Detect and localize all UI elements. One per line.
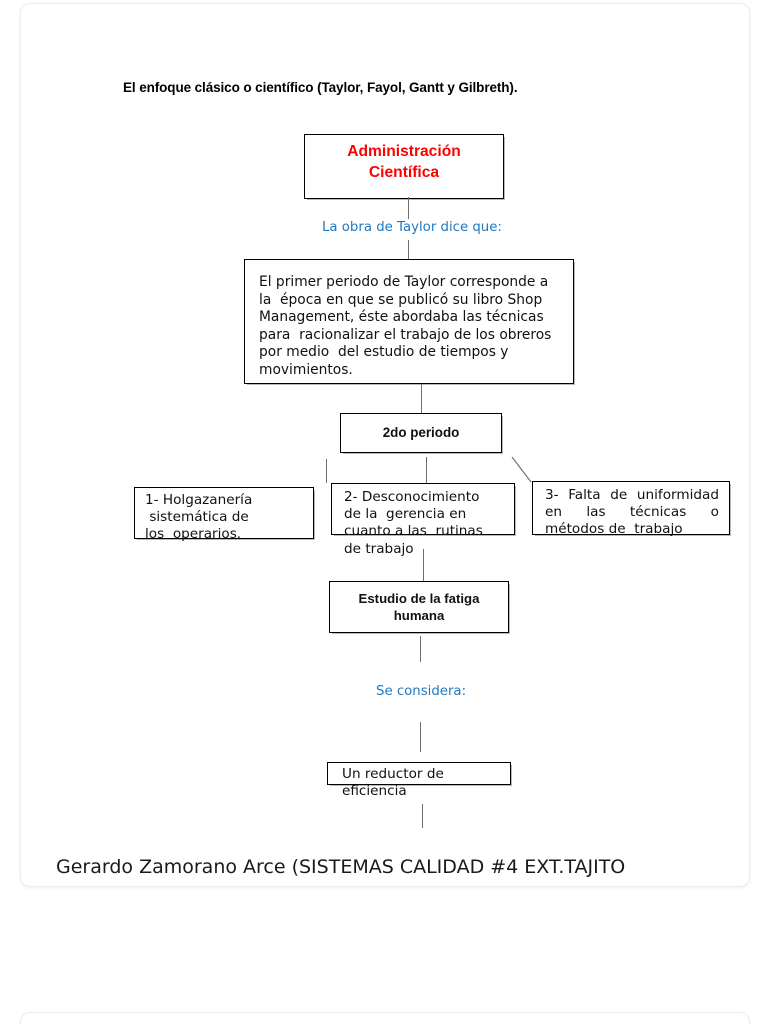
node-2do-periodo-label: 2do periodo	[382, 425, 460, 440]
connector-periodo-to-reason-2	[426, 457, 427, 483]
connector-periodo-to-reason-3	[511, 456, 532, 483]
node-administracion-cientifica: Administración Científica	[304, 134, 504, 199]
edge-label-taylor-says: La obra de Taylor dice que:	[322, 220, 502, 235]
node-reason-1-holgazaneria: 1- Holgazanería sistemática de los opera…	[134, 487, 314, 542]
node-reductor-de-eficiencia: Un reductor de eficiencia	[327, 762, 511, 799]
connector-reductor-trailing	[422, 804, 423, 828]
node-reason-3-label: 3- Falta de uniformidad en las técnicas …	[545, 487, 724, 538]
connector-periodo-to-reason-1	[326, 459, 327, 483]
connector-label-to-paragraph	[408, 240, 409, 260]
page-footer: Gerardo Zamorano Arce (SISTEMAS CALIDAD …	[56, 856, 626, 878]
node-reason-3-falta-uniformidad: 3- Falta de uniformidad en las técnicas …	[532, 481, 730, 537]
document-page-1: El enfoque clásico o científico (Taylor,…	[20, 3, 750, 887]
edge-label-se-considera: Se considera:	[376, 684, 467, 699]
node-reductor-de-eficiencia-label: Un reductor de eficiencia	[342, 766, 444, 800]
node-reason-2-label: 2- Desconocimiento de la gerencia en cua…	[344, 489, 483, 557]
node-2do-periodo: 2do periodo	[340, 413, 502, 453]
node-estudio-fatiga-humana: Estudio de la fatiga humana	[329, 581, 509, 633]
node-reason-1-label: 1- Holgazanería sistemática de los opera…	[145, 492, 253, 543]
node-reason-2-desconocimiento: 2- Desconocimiento de la gerencia en cua…	[331, 483, 515, 557]
connector-se-considera-to-reductor	[420, 722, 421, 752]
connector-reason2-to-fatiga	[423, 549, 424, 581]
page-title: El enfoque clásico o científico (Taylor,…	[123, 80, 518, 95]
node-primer-periodo-taylor: El primer periodo de Taylor corresponde …	[244, 259, 574, 384]
document-page-2	[20, 1012, 750, 1024]
node-primer-periodo-taylor-label: El primer periodo de Taylor corresponde …	[259, 274, 556, 378]
node-estudio-fatiga-humana-label: Estudio de la fatiga humana	[358, 591, 480, 623]
connector-admin-to-label	[408, 197, 409, 219]
connector-fatiga-to-se-considera	[420, 636, 421, 662]
node-administracion-cientifica-label: Administración Científica	[347, 143, 461, 181]
connector-paragraph-to-periodo	[421, 384, 422, 414]
